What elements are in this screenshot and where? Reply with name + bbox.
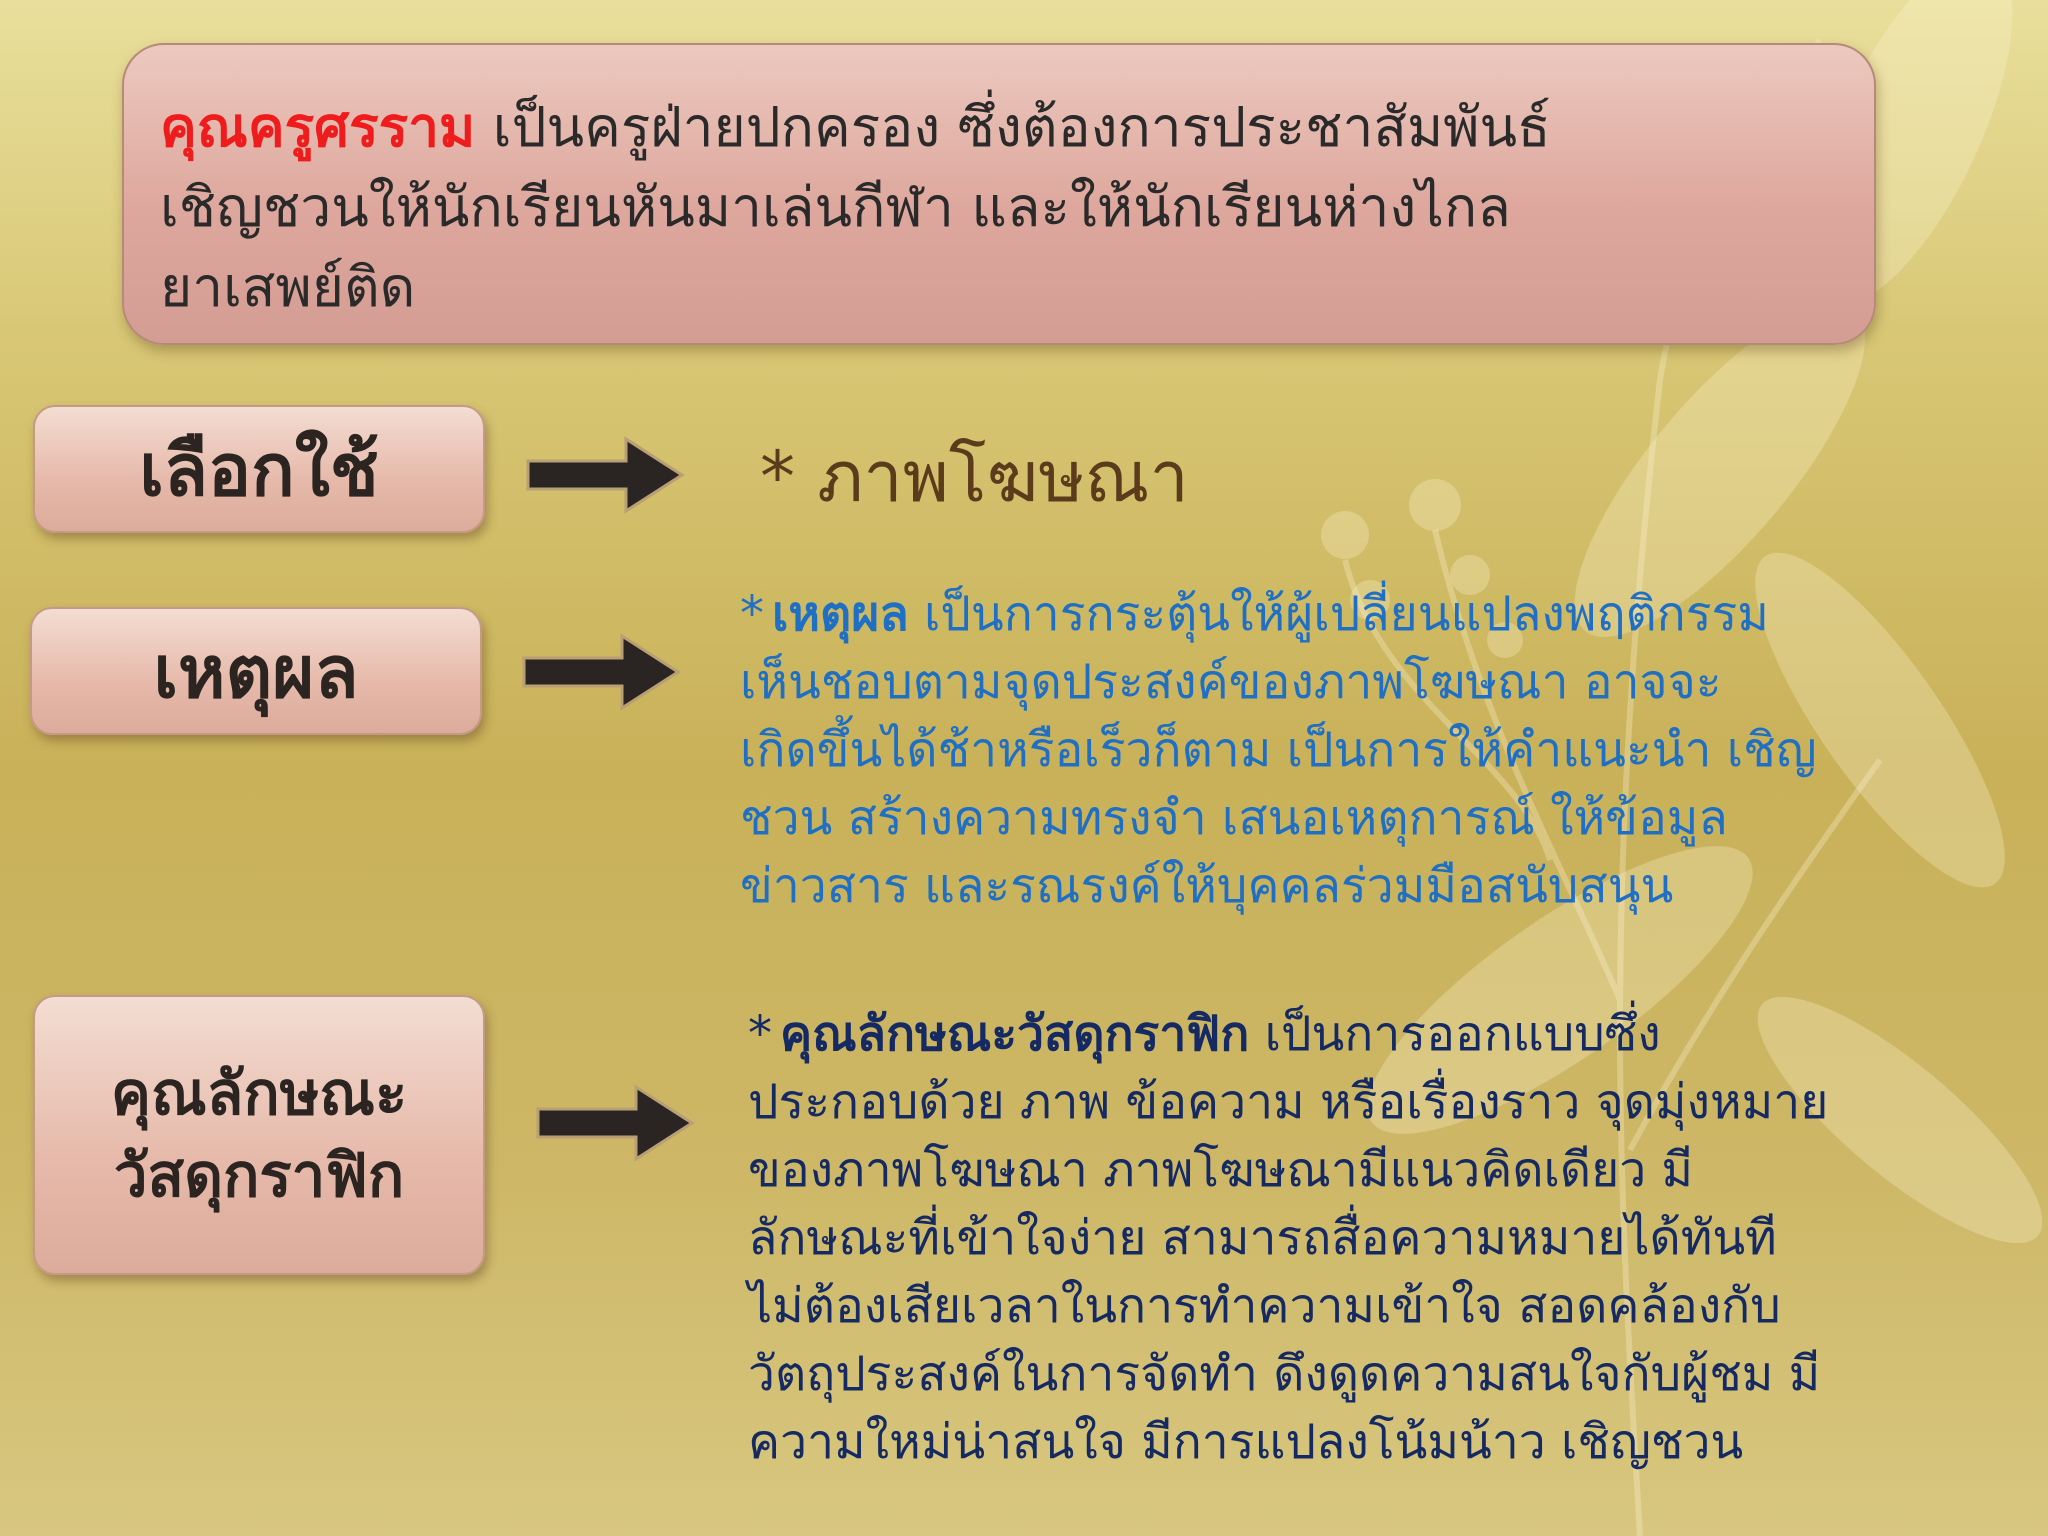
- intro-line3-text: ยาเสพย์ติด: [160, 255, 416, 319]
- intro-box: คุณครูศรราม เป็นครูฝ่ายปกครอง ซึ่งต้องกา…: [122, 43, 1876, 345]
- arrow-right-icon: [522, 633, 681, 711]
- reason-line: ข่าวสาร และรณรงค์ให้บุคคลร่วมมือสนับสนุน: [740, 858, 1674, 914]
- quality-line: ความใหม่น่าสนใจ มีการแปลงโน้มน้าว เชิญชว…: [748, 1414, 1744, 1470]
- quality-line-1: *คุณลักษณะวัสดุกราฟิก เป็นการออกแบบซึ่ง: [748, 1000, 1988, 1068]
- quality-keyword: คุณลักษณะวัสดุกราฟิก: [780, 1006, 1250, 1062]
- quality-description: *คุณลักษณะวัสดุกราฟิก เป็นการออกแบบซึ่ง …: [748, 1000, 1988, 1476]
- label-reason-text: เหตุผล: [153, 629, 359, 714]
- arrow-right-icon: [526, 436, 685, 514]
- quality-line: ของภาพโฆษณา ภาพโฆษณามีแนวคิดเดียว มี: [748, 1142, 1694, 1198]
- quality-star: *: [748, 1006, 772, 1062]
- reason-line1-text: เป็นการกระตุ้นให้ผู้เปลี่ยนแปลงพฤติกรรม: [908, 586, 1769, 642]
- label-quality-line2: วัสดุกราฟิก: [113, 1141, 405, 1211]
- reason-keyword: เหตุผล: [772, 586, 909, 642]
- reason-line: เกิดขึ้นได้ช้าหรือเร็วก็ตาม เป็นการให้คำ…: [740, 722, 1817, 778]
- label-quality: คุณลักษณะ วัสดุกราฟิก: [33, 995, 485, 1275]
- intro-teacher-name: คุณครูศรราม: [160, 95, 476, 159]
- label-reason: เหตุผล: [30, 607, 482, 735]
- reason-star: *: [740, 586, 764, 642]
- label-pick-text: เลือกใช้: [139, 427, 379, 512]
- reason-line: เห็นชอบตามจุดประสงค์ของภาพโฆษณา อาจจะ: [740, 654, 1722, 710]
- quality-line1-text: เป็นการออกแบบซึ่ง: [1249, 1006, 1661, 1062]
- quality-line: วัตถุประสงค์ในการจัดทำ ดึงดูดความสนใจกับ…: [748, 1346, 1821, 1402]
- pick-value: * ภาพโฆษณา: [760, 436, 1189, 518]
- label-quality-line1: คุณลักษณะ: [110, 1059, 408, 1129]
- quality-line: ลักษณะที่เข้าใจง่าย สามารถสื่อความหมายได…: [748, 1210, 1777, 1266]
- quality-line: ประกอบด้วย ภาพ ข้อความ หรือเรื่องราว จุด…: [748, 1074, 1829, 1130]
- intro-line2-text: เชิญชวนให้นักเรียนหันมาเล่นกีฬา และให้นั…: [160, 175, 1511, 239]
- reason-description: *เหตุผล เป็นการกระตุ้นให้ผู้เปลี่ยนแปลงพ…: [740, 580, 1980, 920]
- intro-line1-text: เป็นครูฝ่ายปกครอง ซึ่งต้องการประชาสัมพัน…: [475, 95, 1551, 159]
- reason-line: ชวน สร้างความทรงจำ เสนอเหตุการณ์ ให้ข้อม…: [740, 790, 1728, 846]
- label-pick: เลือกใช้: [33, 405, 485, 533]
- reason-line-1: *เหตุผล เป็นการกระตุ้นให้ผู้เปลี่ยนแปลงพ…: [740, 580, 1980, 648]
- quality-line: ไม่ต้องเสียเวลาในการทำความเข้าใจ สอดคล้อ…: [748, 1278, 1781, 1334]
- arrow-right-icon: [536, 1084, 695, 1162]
